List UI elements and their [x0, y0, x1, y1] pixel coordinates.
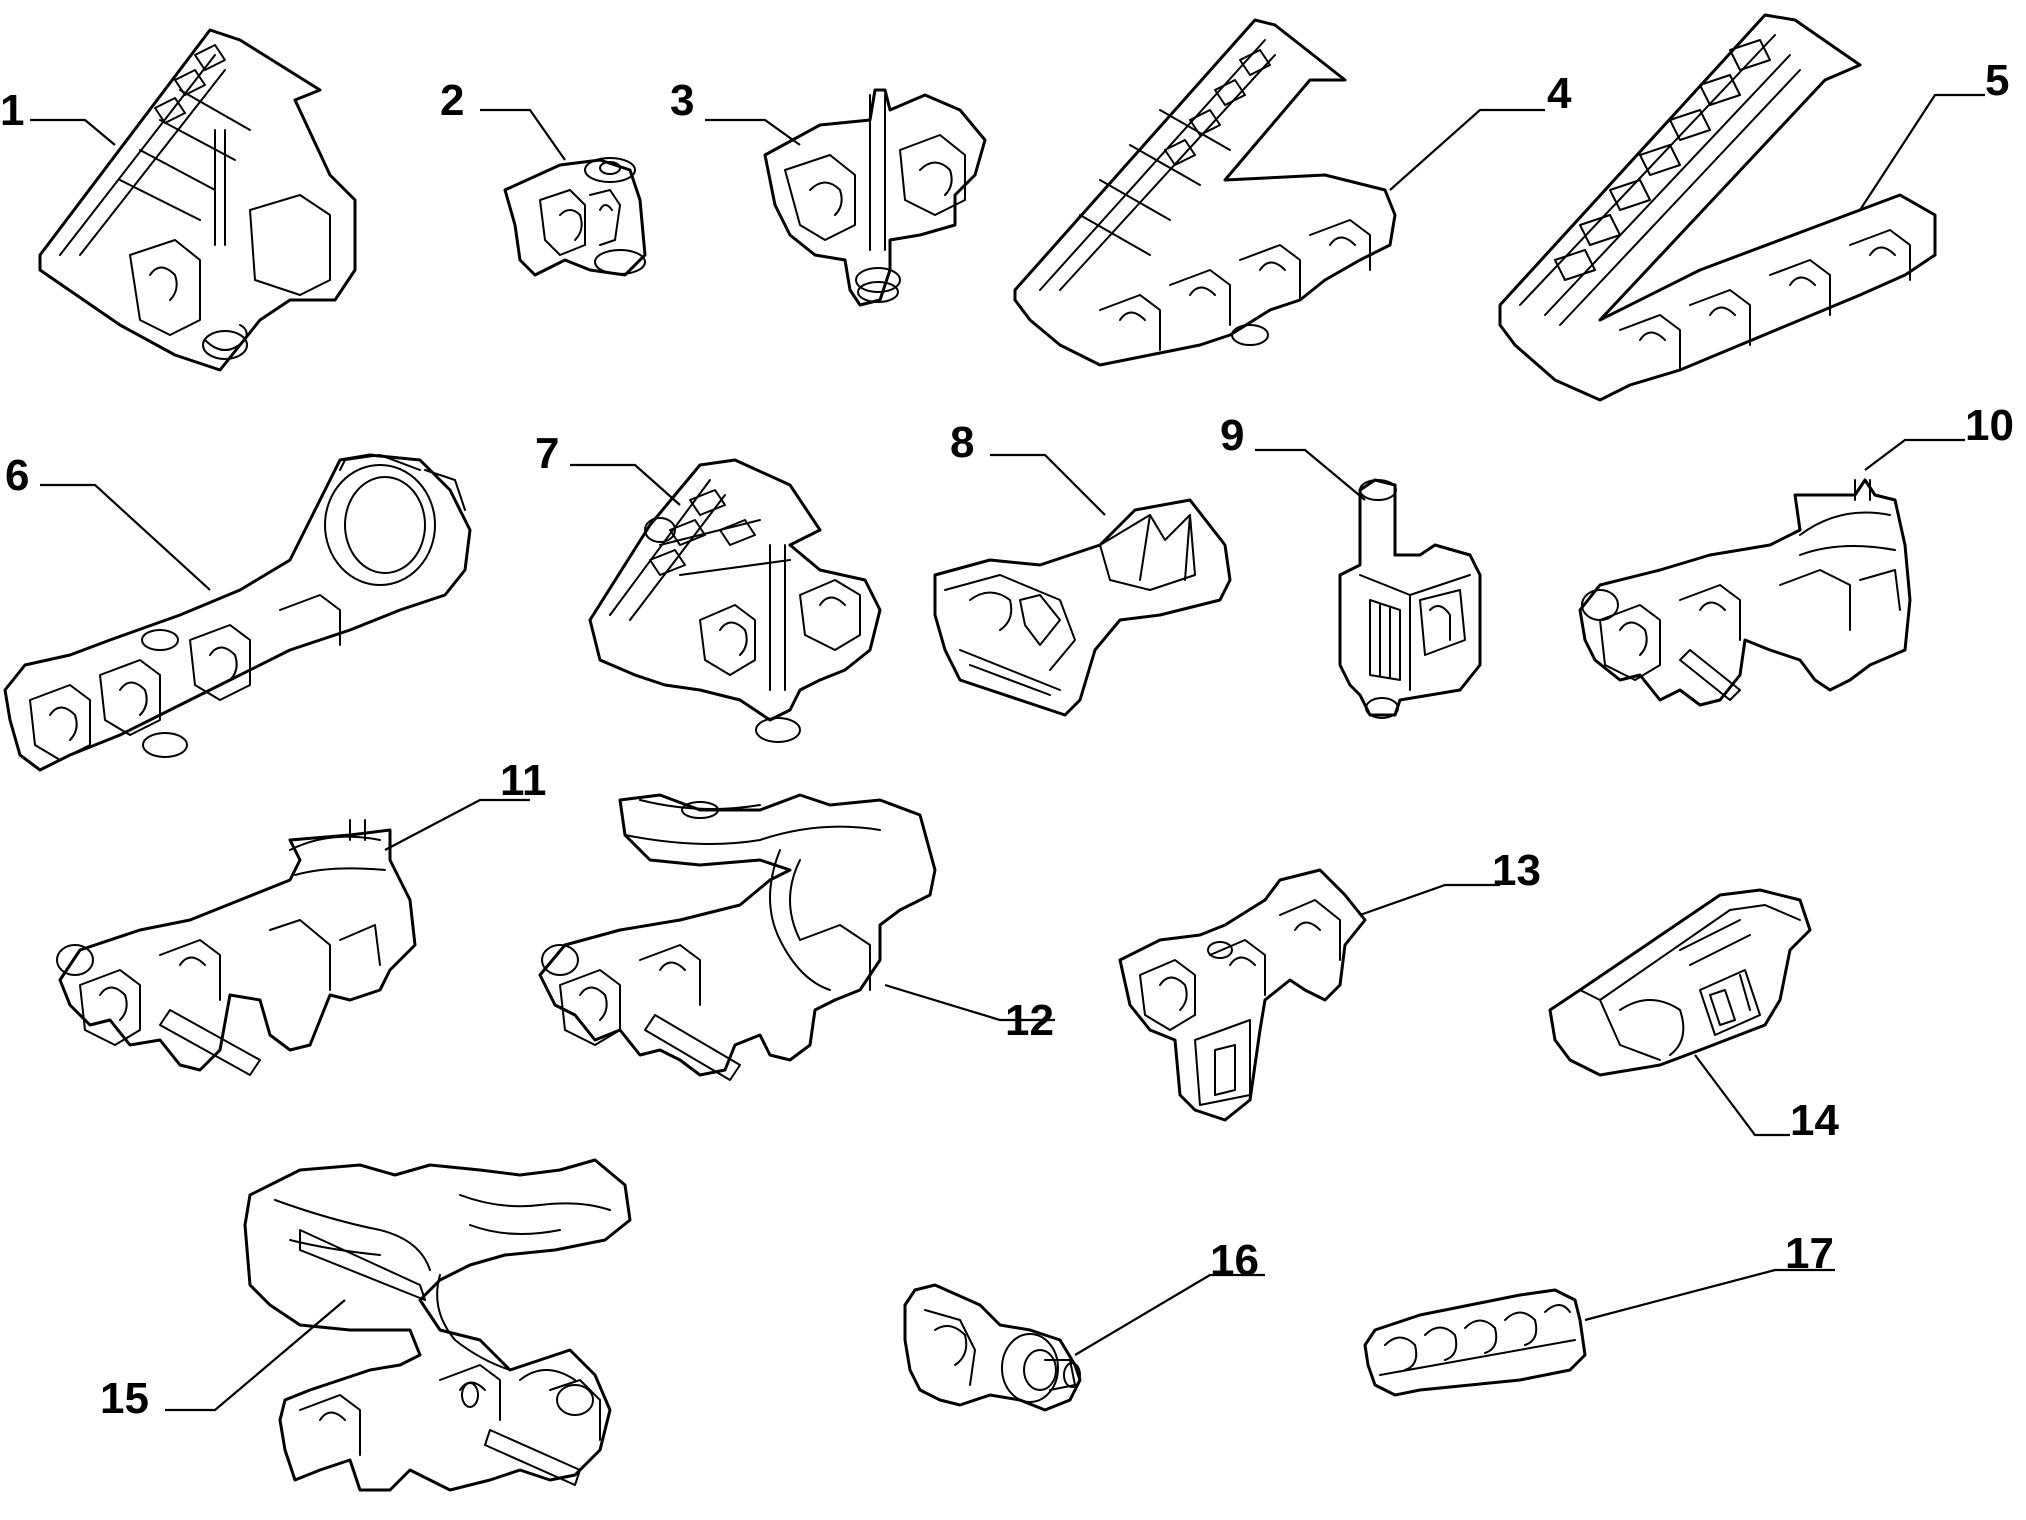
callout-8: 8	[950, 418, 974, 467]
leader-4	[1389, 108, 1545, 191]
leader-9	[1255, 448, 1366, 501]
leader-16	[1074, 1273, 1265, 1356]
leader-15	[165, 1299, 346, 1412]
part-5-long-lattice-clip-icon	[1498, 13, 1937, 402]
callout-1: 1	[0, 86, 24, 135]
leader-13	[1359, 883, 1500, 917]
callout-16: 16	[1210, 1236, 1259, 1285]
leader-3	[705, 118, 801, 146]
callout-15: 15	[100, 1374, 149, 1423]
leader-11	[384, 798, 530, 851]
callout-17: 17	[1785, 1229, 1834, 1278]
callout-labels: 1 2 3 4 5 6 7 8 9 10 11 12 13 14 15 16 1…	[0, 56, 2014, 1423]
callout-7: 7	[535, 429, 559, 478]
leader-7	[570, 463, 681, 506]
part-14-cable-bracket-icon	[1548, 888, 1812, 1077]
part-1-long-clip-with-pin-icon	[38, 28, 357, 372]
part-9-stud-clip-icon	[1338, 478, 1482, 719]
part-16-push-in-fastener-icon	[903, 1283, 1082, 1412]
leader-1	[30, 118, 116, 146]
callout-13: 13	[1492, 846, 1541, 895]
part-7-lattice-clip-with-pin-icon	[588, 458, 882, 743]
part-12-double-branch-clip-icon	[538, 793, 937, 1081]
callout-3: 3	[670, 76, 694, 125]
leader-10	[1864, 438, 1965, 471]
leader-lines	[30, 93, 1985, 1412]
callout-4: 4	[1547, 69, 1572, 118]
leader-17	[1584, 1268, 1835, 1322]
callout-10: 10	[1965, 401, 2014, 450]
leader-5	[1859, 93, 1985, 211]
callout-9: 9	[1220, 411, 1244, 460]
part-4-long-multi-clip-icon	[1013, 18, 1397, 367]
part-8-flat-base-clip-icon	[933, 498, 1232, 717]
part-11-branch-clip-icon	[56, 819, 417, 1076]
callout-6: 6	[5, 451, 29, 500]
callout-11: 11	[500, 756, 547, 805]
callout-14: 14	[1790, 1096, 1839, 1145]
callout-12: 12	[1005, 996, 1054, 1045]
callout-2: 2	[440, 76, 464, 125]
leader-2	[480, 108, 566, 161]
part-13-angled-clip-icon	[1118, 868, 1367, 1122]
leader-6	[40, 483, 211, 591]
leader-8	[990, 453, 1106, 516]
part-10-branch-clip-with-pin-icon	[1578, 478, 1912, 707]
leader-14	[1694, 1054, 1790, 1137]
callout-5: 5	[1985, 56, 2009, 105]
part-2-small-push-clip-icon	[503, 157, 647, 277]
part-17-comb-clip-icon	[1363, 1288, 1587, 1397]
leader-12	[884, 983, 1055, 1022]
part-3-double-clip-with-pin-icon	[763, 88, 987, 307]
part-6-pipe-clip-with-ring-icon	[3, 453, 472, 772]
part-15-large-branch-clip-icon	[243, 1158, 632, 1492]
